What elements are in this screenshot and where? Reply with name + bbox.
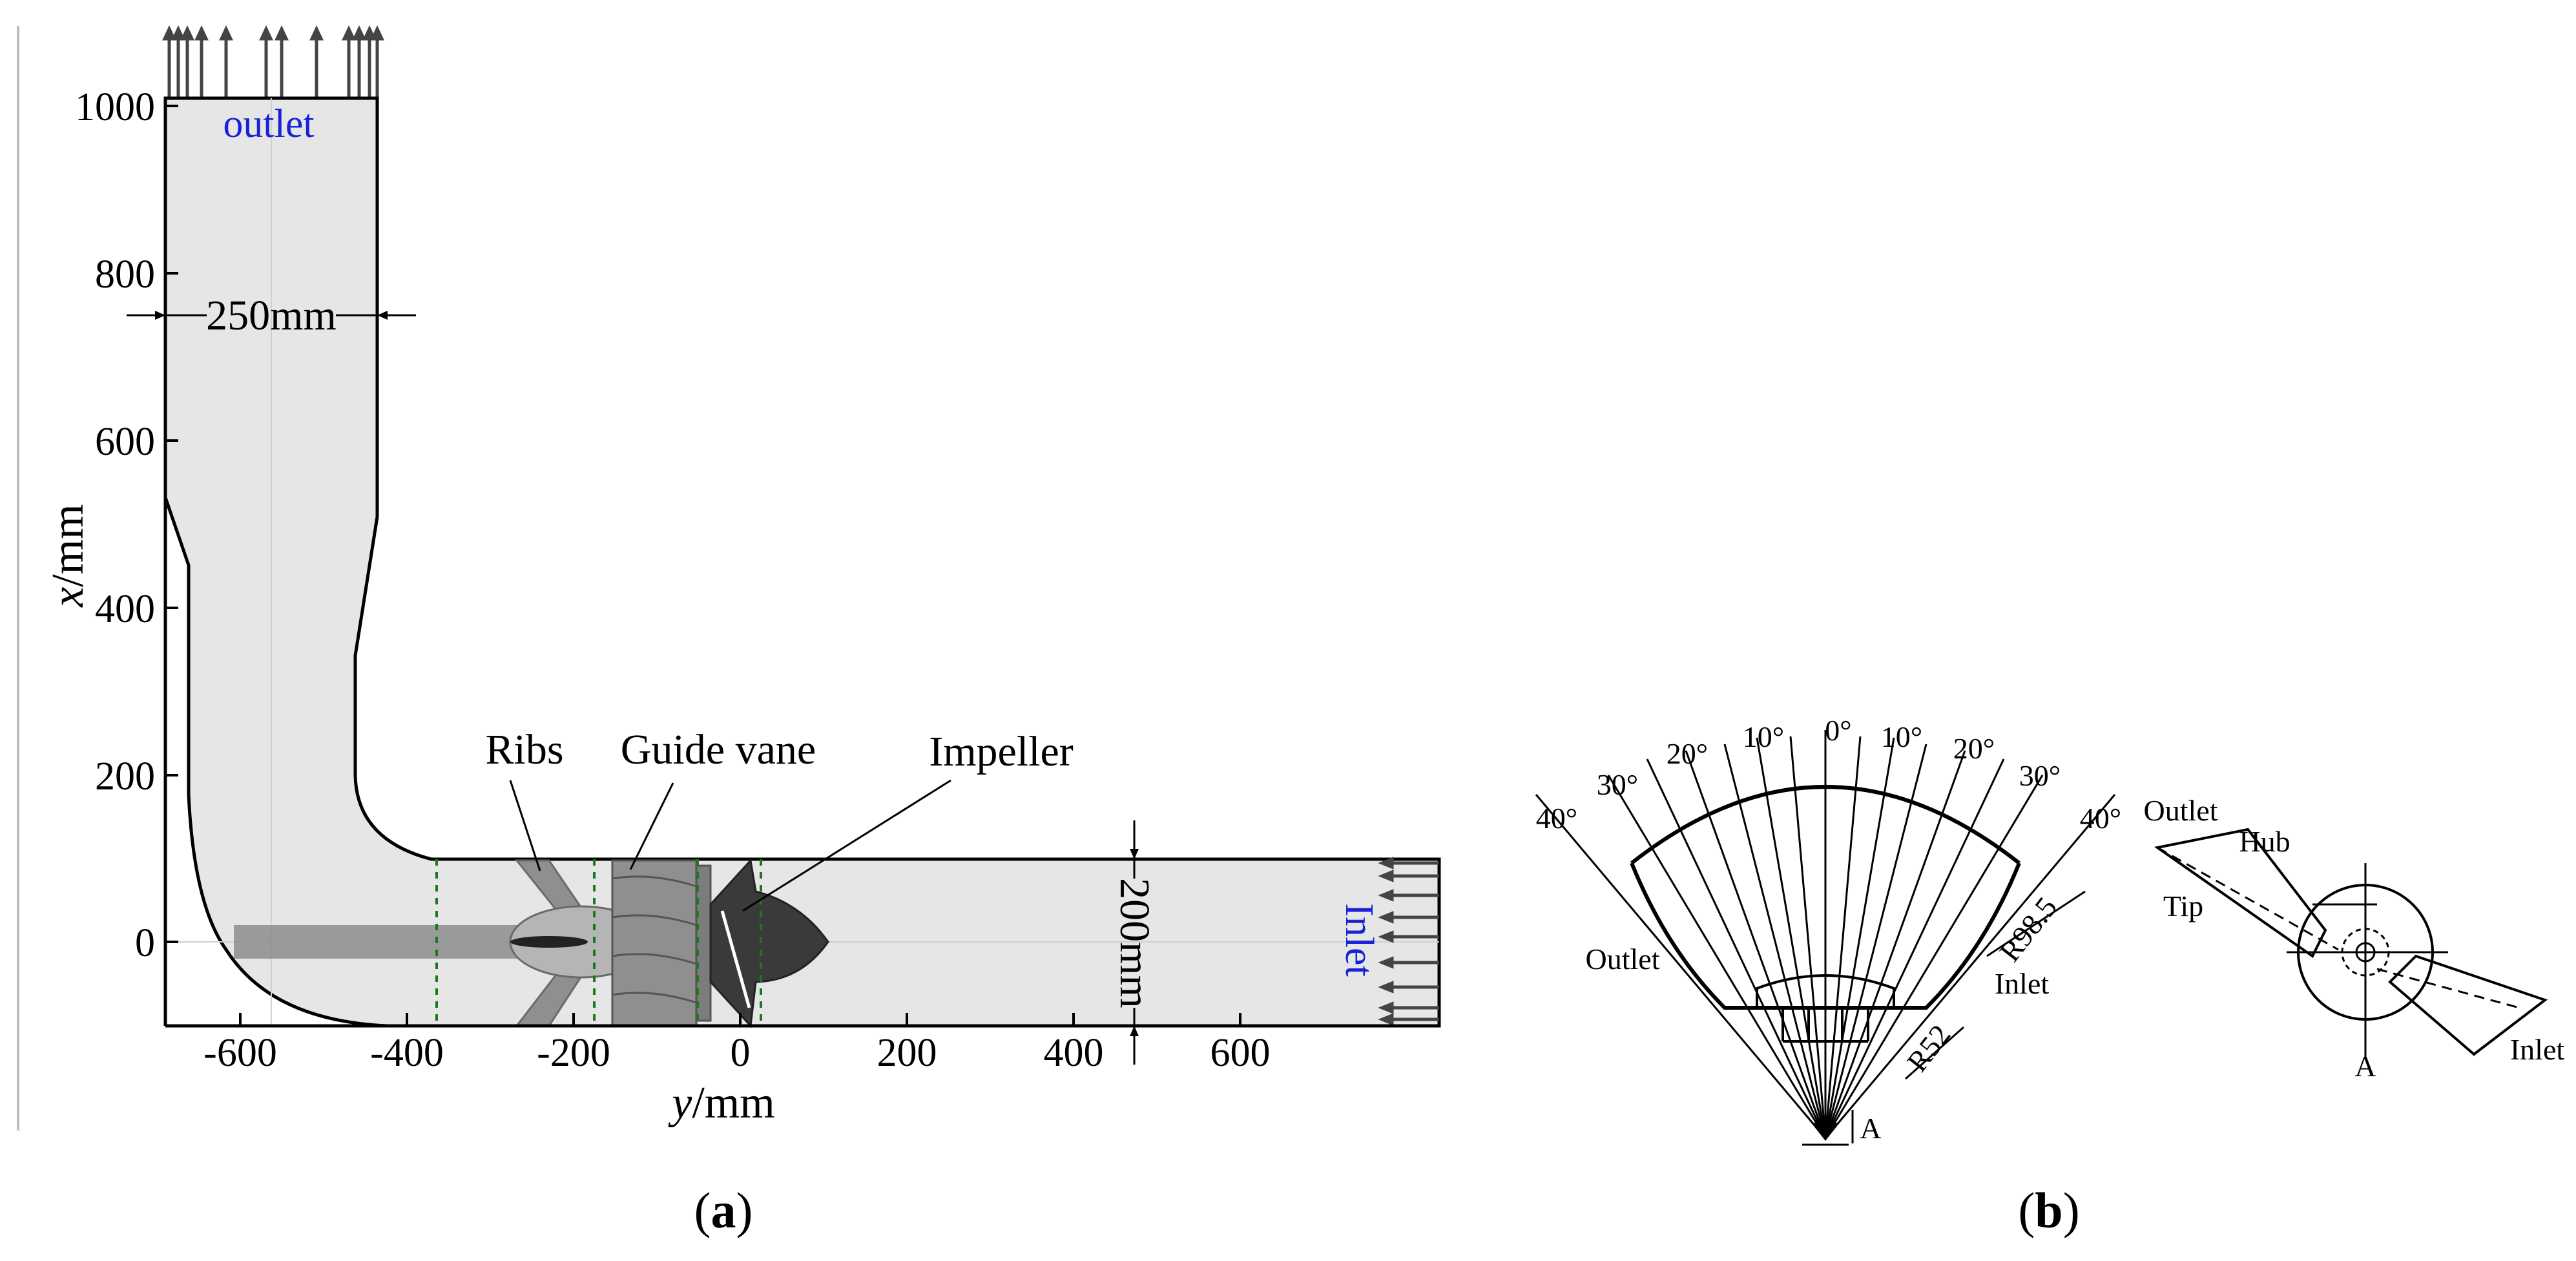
angle-label: 40° bbox=[2080, 802, 2121, 835]
x-axis-title: y/mm bbox=[668, 1078, 774, 1128]
x-tick-labels: -600 -400 -200 0 200 400 600 bbox=[203, 1031, 1270, 1075]
y-axis-ticks bbox=[165, 105, 178, 943]
impeller bbox=[709, 858, 829, 1028]
panel-b-label-close: ) bbox=[2063, 1182, 2080, 1238]
hub-section bbox=[1756, 974, 1895, 1043]
y-tick-label: 1000 bbox=[75, 85, 155, 129]
outlet-label: outlet bbox=[223, 102, 314, 146]
side-tip-label: Tip bbox=[2163, 890, 2203, 922]
panel-a-label-open: ( bbox=[694, 1182, 711, 1238]
side-outlet-label: Outlet bbox=[2144, 794, 2218, 827]
angle-label: 20° bbox=[1667, 737, 1708, 770]
height-dimension-label: 200mm bbox=[1111, 878, 1158, 1008]
height-dimension: 200mm bbox=[1111, 820, 1158, 1065]
r-inner-label: R52 bbox=[1900, 1019, 1957, 1078]
angle-label: 30° bbox=[2019, 759, 2061, 792]
ribs-leader bbox=[509, 780, 541, 871]
guide-vane bbox=[611, 859, 712, 1027]
y-tick-label: 200 bbox=[95, 755, 155, 798]
angle-label: 10° bbox=[1743, 720, 1784, 753]
side-hub-label: Hub bbox=[2239, 825, 2290, 858]
y-tick-label: 600 bbox=[95, 420, 155, 464]
side-a-label: A bbox=[2354, 1050, 2376, 1083]
y-tick-label: 0 bbox=[135, 921, 155, 965]
x-tick-label: -600 bbox=[203, 1031, 277, 1075]
angle-labels: 40° 30° 20° 10° 0° 10° 20° 30° 40° bbox=[1536, 714, 2121, 835]
x-tick-label: 400 bbox=[1044, 1031, 1104, 1075]
x-tick-label: 0 bbox=[731, 1031, 751, 1075]
ribs-label: Ribs bbox=[485, 726, 563, 773]
apex bbox=[1811, 1123, 1840, 1141]
guide-vane-leader bbox=[629, 782, 674, 870]
panel-a: 0 200 400 600 800 1000 -600 -400 -200 0 … bbox=[43, 25, 1441, 1238]
x-tick-label: 600 bbox=[1210, 1031, 1271, 1075]
angle-label: 30° bbox=[1597, 768, 1638, 801]
angle-label: 10° bbox=[1881, 720, 1922, 753]
panel-a-label-close: ) bbox=[736, 1182, 753, 1238]
guide-vane-label: Guide vane bbox=[621, 726, 816, 773]
outlet-flow-arrows bbox=[162, 25, 384, 98]
y-axis-title: x/mm bbox=[43, 504, 93, 607]
b-outlet-label: Outlet bbox=[1586, 943, 1660, 975]
impeller-label: Impeller bbox=[929, 728, 1074, 775]
y-tick-label: 800 bbox=[95, 253, 155, 297]
x-axis-ticks bbox=[239, 1013, 1241, 1026]
elbow-duct bbox=[163, 96, 1441, 1028]
inlet-label: Inlet bbox=[1337, 903, 1381, 977]
x-tick-label: 200 bbox=[877, 1031, 937, 1075]
panel-a-label: (a) bbox=[694, 1182, 753, 1238]
width-dimension: 250mm bbox=[127, 292, 416, 339]
width-dimension-label: 250mm bbox=[206, 292, 337, 339]
angle-label: 0° bbox=[1825, 714, 1851, 747]
y-tick-label: 400 bbox=[95, 587, 155, 631]
y-axis-title-var: x bbox=[43, 587, 93, 608]
interface-lines bbox=[435, 859, 762, 1026]
panel-b: 40° 30° 20° 10° 0° 10° 20° 30° 40° Outle… bbox=[1535, 714, 2565, 1238]
angle-label: 20° bbox=[1953, 732, 1995, 765]
angle-label: 40° bbox=[1536, 802, 1577, 835]
panel-b-label-letter: b bbox=[2035, 1182, 2062, 1238]
outer-arc bbox=[1630, 785, 2020, 865]
panel-b-label: (b) bbox=[2018, 1182, 2079, 1238]
blade-side-view bbox=[2154, 828, 2548, 1059]
y-tick-labels: 0 200 400 600 800 1000 bbox=[75, 85, 155, 965]
r-outer-leader bbox=[1986, 890, 2086, 957]
panel-a-label-letter: a bbox=[711, 1182, 736, 1238]
section-a-label: A bbox=[1860, 1112, 1881, 1145]
x-tick-label: -400 bbox=[370, 1031, 444, 1075]
impeller-leader bbox=[742, 779, 951, 912]
r-inner-leader bbox=[1905, 1026, 1964, 1080]
b-inlet-label: Inlet bbox=[1995, 967, 2050, 1000]
inlet-flow-arrows bbox=[1378, 857, 1439, 1026]
panel-b-label-open: ( bbox=[2018, 1182, 2035, 1238]
x-tick-label: -200 bbox=[537, 1031, 610, 1075]
x-axis-title-var: y bbox=[668, 1078, 692, 1128]
y-axis-title-unit: /mm bbox=[43, 504, 93, 587]
x-axis-title-unit: /mm bbox=[692, 1078, 774, 1128]
side-inlet-label: Inlet bbox=[2510, 1033, 2565, 1066]
